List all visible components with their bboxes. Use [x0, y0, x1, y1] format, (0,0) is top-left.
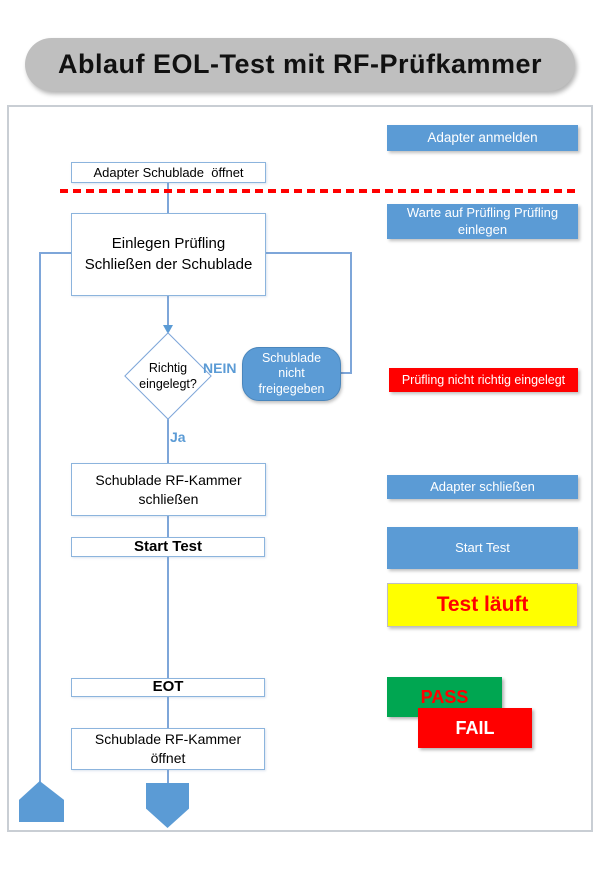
connector-open-to-downarrow: [167, 770, 169, 784]
connector-eot-to-open: [167, 696, 169, 729]
connector-a-to-b: [167, 182, 169, 213]
process-box-line: öffnet: [150, 750, 186, 766]
process-box-eot: EOT: [71, 678, 265, 697]
process-box-line: schließen: [138, 490, 199, 507]
process-box-schublade-oeffnet: Schublade RF-Kammer öffnet: [71, 728, 265, 770]
connector-loop-left-vertical: [39, 252, 41, 782]
status-pruefling-nicht-richtig-eingelegt: Prüfling nicht richtig eingelegt: [389, 368, 578, 392]
process-box-adapter-schublade-oeffnet: Adapter Schublade öffnet: [71, 162, 266, 183]
red-dashed-divider: [60, 189, 580, 193]
connector-loop-right-horizontal-bottom: [341, 372, 352, 374]
branch-label-nein: NEIN: [203, 360, 237, 376]
callout-line: freigegeben: [258, 381, 325, 396]
status-warte-auf-pruefling: Warte auf Prüfling Prüfling einlegen: [387, 204, 578, 239]
process-box-schublade-schliessen: Schublade RF-Kammer schließen: [71, 463, 266, 516]
status-test-laeuft: Test läuft: [387, 583, 578, 627]
process-box-line: Schließen der Schublade: [84, 255, 253, 273]
status-adapter-schliessen: Adapter schließen: [387, 475, 578, 499]
process-box-einlegen-pruefling: Einlegen Prüfling Schließen der Schublad…: [71, 213, 266, 296]
branch-label-ja: Ja: [170, 429, 186, 445]
status-line: einlegen: [457, 221, 508, 237]
status-line: Warte auf Prüfling Prüfling: [406, 204, 559, 220]
decision-diamond-label: Richtig eingelegt?: [123, 349, 213, 403]
process-box-line: Schublade RF-Kammer: [94, 731, 242, 748]
connector-loop-right-vertical: [350, 252, 352, 374]
connector-loop-left-horizontal: [40, 252, 71, 254]
connector-decision-to-close: [167, 419, 169, 464]
process-box-line: Schublade RF-Kammer: [95, 471, 242, 488]
connector-b-to-decision: [167, 296, 169, 327]
connector-close-to-starttest: [167, 516, 169, 538]
arrowhead-into-decision-icon: [163, 325, 173, 334]
status-fail-badge: FAIL: [418, 708, 532, 748]
decision-line: eingelegt?: [139, 377, 197, 391]
decision-line: Richtig: [148, 360, 188, 375]
connector-loop-right-horizontal-top: [266, 252, 352, 254]
callout-line: nicht: [278, 366, 305, 381]
callout-schublade-nicht-freigegeben: Schublade nicht freigegeben: [242, 347, 341, 401]
process-box-start-test: Start Test: [71, 537, 265, 557]
connector-starttest-to-eot: [167, 556, 169, 679]
process-box-line: Einlegen Prüfling: [111, 235, 226, 253]
status-adapter-anmelden: Adapter anmelden: [387, 125, 578, 151]
status-start-test: Start Test: [387, 527, 578, 569]
page-title: Ablauf EOL-Test mit RF-Prüfkammer: [25, 38, 575, 91]
callout-line: Schublade: [261, 350, 322, 365]
